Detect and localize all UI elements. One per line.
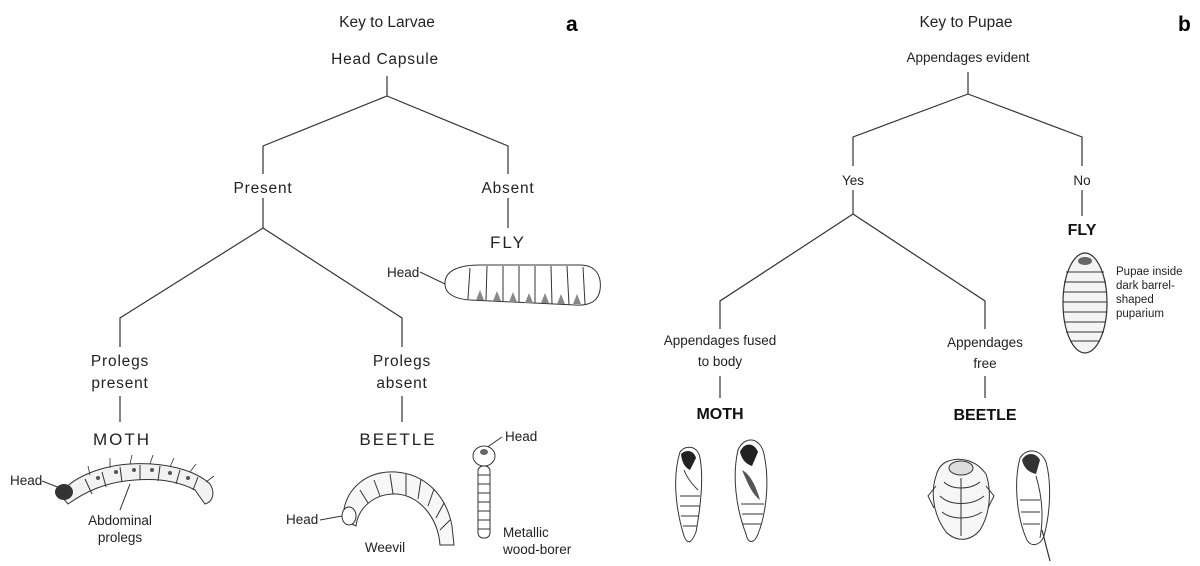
panel-letter-b: b [1178,13,1191,36]
appendages-yes-node: Yes [842,173,864,188]
appendages-no-node: No [1073,173,1090,188]
pupae-fly-result: FLY [1068,222,1097,239]
weevil-label: Weevil [365,540,405,555]
appendages-free-line2: free [973,356,996,371]
wood-borer-larva-illustration: Head Metallic wood-borer [473,429,572,557]
fly-larva-illustration: Head [387,265,600,305]
larvae-root-node: Head Capsule [331,51,439,68]
pupae-root-node: Appendages evident [906,50,1029,65]
larvae-moth-result: MOTH [93,430,151,449]
larvae-key-title: Key to Larvae [339,14,435,31]
moth-caterpillar-illustration: Head [10,455,214,545]
pupae-key-panel: b Key to Pupae Appendages evident Yes No… [664,13,1191,561]
pupae-key-title: Key to Pupae [919,14,1012,31]
appendages-fused-line2: to body [698,354,743,369]
larvae-tree-edges [120,76,508,422]
pupae-tree-edges [720,72,1082,398]
prolegs-present-line2: present [91,375,148,392]
pupae-moth-result: MOTH [696,406,743,423]
fly-larva-head-label: Head [387,265,419,280]
weevil-larva-illustration: Head Weevil [286,472,454,555]
larvae-fly-result: FLY [490,233,526,252]
prolegs-present-line1: Prolegs [91,353,149,370]
prolegs-absent-line2: absent [376,375,427,392]
puparium-note-line2: dark barrel- [1116,280,1175,292]
abdominal-prolegs-line2: prolegs [98,530,143,545]
beetle-pupa-illustrations [928,451,1050,561]
appendages-fused-line1: Appendages fused [664,333,777,348]
head-capsule-present-node: Present [233,180,292,197]
puparium-note-line4: puparium [1116,308,1164,320]
wood-borer-head-label: Head [505,429,537,444]
weevil-head-label: Head [286,512,318,527]
moth-pupa-illustrations [676,440,767,542]
prolegs-absent-line1: Prolegs [373,353,431,370]
appendages-free-line1: Appendages [947,335,1023,350]
fly-puparium-illustration: Pupae inside dark barrel- shaped pupariu… [1063,253,1183,353]
larvae-beetle-result: BEETLE [359,430,436,449]
larvae-key-panel: a Key to Larvae Head Capsule Present Abs… [10,13,600,557]
moth-larva-head-label: Head [10,473,42,488]
abdominal-prolegs-line1: Abdominal [88,513,152,528]
head-capsule-absent-node: Absent [481,180,534,197]
panel-letter-a: a [566,13,578,36]
puparium-note-line3: shaped [1116,294,1154,306]
pupae-beetle-result: BEETLE [953,407,1016,424]
wood-borer-label-line2: wood-borer [502,542,572,557]
wood-borer-label-line1: Metallic [503,525,549,540]
puparium-note-line1: Pupae inside [1116,266,1183,278]
